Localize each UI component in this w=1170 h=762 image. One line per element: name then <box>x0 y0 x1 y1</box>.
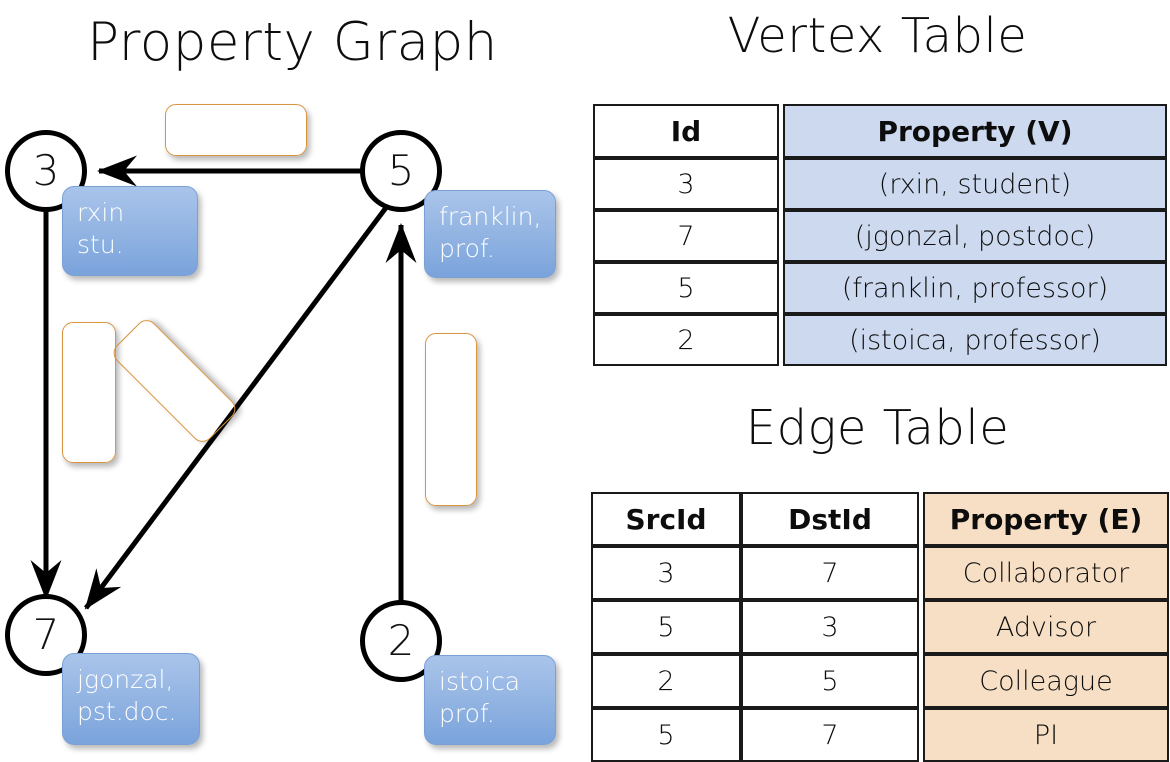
table-column-gap <box>779 158 783 210</box>
vertex-table-cell-id: 5 <box>593 262 779 314</box>
vertex-2-property-box: istoica prof. <box>424 655 556 745</box>
property-graph-diagram: 3 5 7 2 rxin stu. franklin, prof. jgonza… <box>0 0 585 760</box>
edge-table-header-dstid: DstId <box>741 492 919 546</box>
vertex-5-property-line-2: prof. <box>439 234 495 263</box>
vertex-5-property-line-1: franklin, <box>439 202 542 231</box>
edge-label-collab-text: Collab. <box>74 349 104 436</box>
edge-label-collab: Collab. <box>62 322 116 463</box>
vertex-table-header-id: Id <box>593 104 779 158</box>
edge-table-cell-srcid: 5 <box>591 600 741 654</box>
vertex-table-cell-property: (jgonzal, postdoc) <box>783 210 1167 262</box>
vertex-2-property-line-1: istoica <box>439 667 521 696</box>
graph-edges-layer <box>30 155 417 610</box>
table-row[interactable]: 5 3 Advisor <box>591 600 1169 654</box>
vertex-7-property-box: jgonzal, pst.doc. <box>62 653 200 745</box>
vertex-table-cell-id: 3 <box>593 158 779 210</box>
vertex-table-cell-property: (rxin, student) <box>783 158 1167 210</box>
edge-label-colleague-text: Colleague <box>436 357 466 482</box>
edge-table-cell-dstid: 7 <box>741 546 919 600</box>
vertex-5-property-box: franklin, prof. <box>424 190 556 278</box>
page-title-vertex-table: Vertex Table <box>727 8 1028 64</box>
vertex-node-3-id: 3 <box>32 146 60 195</box>
edge-label-advisor-text: Advisor <box>185 114 287 146</box>
edge-table: SrcId DstId Property (E) 3 7 Collaborato… <box>591 492 1169 762</box>
table-column-gap <box>919 600 923 654</box>
edge-label-colleague: Colleague <box>425 333 477 506</box>
vertex-table-cell-id: 7 <box>593 210 779 262</box>
table-row[interactable]: 7 (jgonzal, postdoc) <box>593 210 1167 262</box>
table-row[interactable]: 5 7 PI <box>591 708 1169 762</box>
edge-table-header-property: Property (E) <box>923 492 1169 546</box>
vertex-node-2-id: 2 <box>387 616 415 665</box>
edge-table-cell-srcid: 5 <box>591 708 741 762</box>
edge-table-cell-srcid: 3 <box>591 546 741 600</box>
vertex-table-cell-id: 2 <box>593 314 779 366</box>
table-row[interactable]: 3 (rxin, student) <box>593 158 1167 210</box>
vertex-node-2[interactable]: 2 <box>360 600 442 682</box>
table-column-gap <box>919 708 923 762</box>
vertex-7-property-line-1: jgonzal, <box>77 665 174 694</box>
vertex-node-5-id: 5 <box>387 146 415 195</box>
page-title-edge-table: Edge Table <box>745 400 1010 456</box>
edge-table-cell-dstid: 7 <box>741 708 919 762</box>
vertex-7-property-line-2: pst.doc. <box>77 697 177 726</box>
edge-table-cell-property: Colleague <box>923 654 1169 708</box>
table-column-gap <box>779 104 783 158</box>
edge-table-header-row: SrcId DstId Property (E) <box>591 492 1169 546</box>
table-column-gap <box>919 654 923 708</box>
table-column-gap <box>919 546 923 600</box>
table-row[interactable]: 2 (istoica, professor) <box>593 314 1167 366</box>
vertex-table-cell-property: (franklin, professor) <box>783 262 1167 314</box>
vertex-table-header-property: Property (V) <box>783 104 1167 158</box>
vertex-2-property-line-2: prof. <box>439 699 495 728</box>
edge-5-to-7-pi <box>83 203 391 610</box>
table-column-gap <box>779 262 783 314</box>
edge-table-cell-dstid: 3 <box>741 600 919 654</box>
vertex-3-property-line-2: stu. <box>77 230 124 259</box>
edge-table-cell-property: Collaborator <box>923 546 1169 600</box>
table-column-gap <box>779 210 783 262</box>
table-row[interactable]: 5 (franklin, professor) <box>593 262 1167 314</box>
vertex-table: Id Property (V) 3 (rxin, student) 7 (jgo… <box>593 104 1167 366</box>
table-column-gap <box>919 492 923 546</box>
vertex-3-property-line-1: rxin <box>77 198 125 227</box>
table-column-gap <box>779 314 783 366</box>
edge-table-cell-dstid: 5 <box>741 654 919 708</box>
vertex-node-7-id: 7 <box>32 610 60 659</box>
edge-label-pi-text: PI <box>156 362 193 400</box>
vertex-3-property-box: rxin stu. <box>62 186 198 276</box>
edge-table-header-srcid: SrcId <box>591 492 741 546</box>
table-row[interactable]: 3 7 Collaborator <box>591 546 1169 600</box>
vertex-table-cell-property: (istoica, professor) <box>783 314 1167 366</box>
edge-table-cell-property: Advisor <box>923 600 1169 654</box>
page-title-property-graph: Property Graph <box>87 12 498 73</box>
vertex-node-5[interactable]: 5 <box>360 130 442 212</box>
vertex-table-header-row: Id Property (V) <box>593 104 1167 158</box>
edge-label-advisor: Advisor <box>165 104 307 156</box>
table-row[interactable]: 2 5 Colleague <box>591 654 1169 708</box>
edge-table-cell-property: PI <box>923 708 1169 762</box>
edge-table-cell-srcid: 2 <box>591 654 741 708</box>
